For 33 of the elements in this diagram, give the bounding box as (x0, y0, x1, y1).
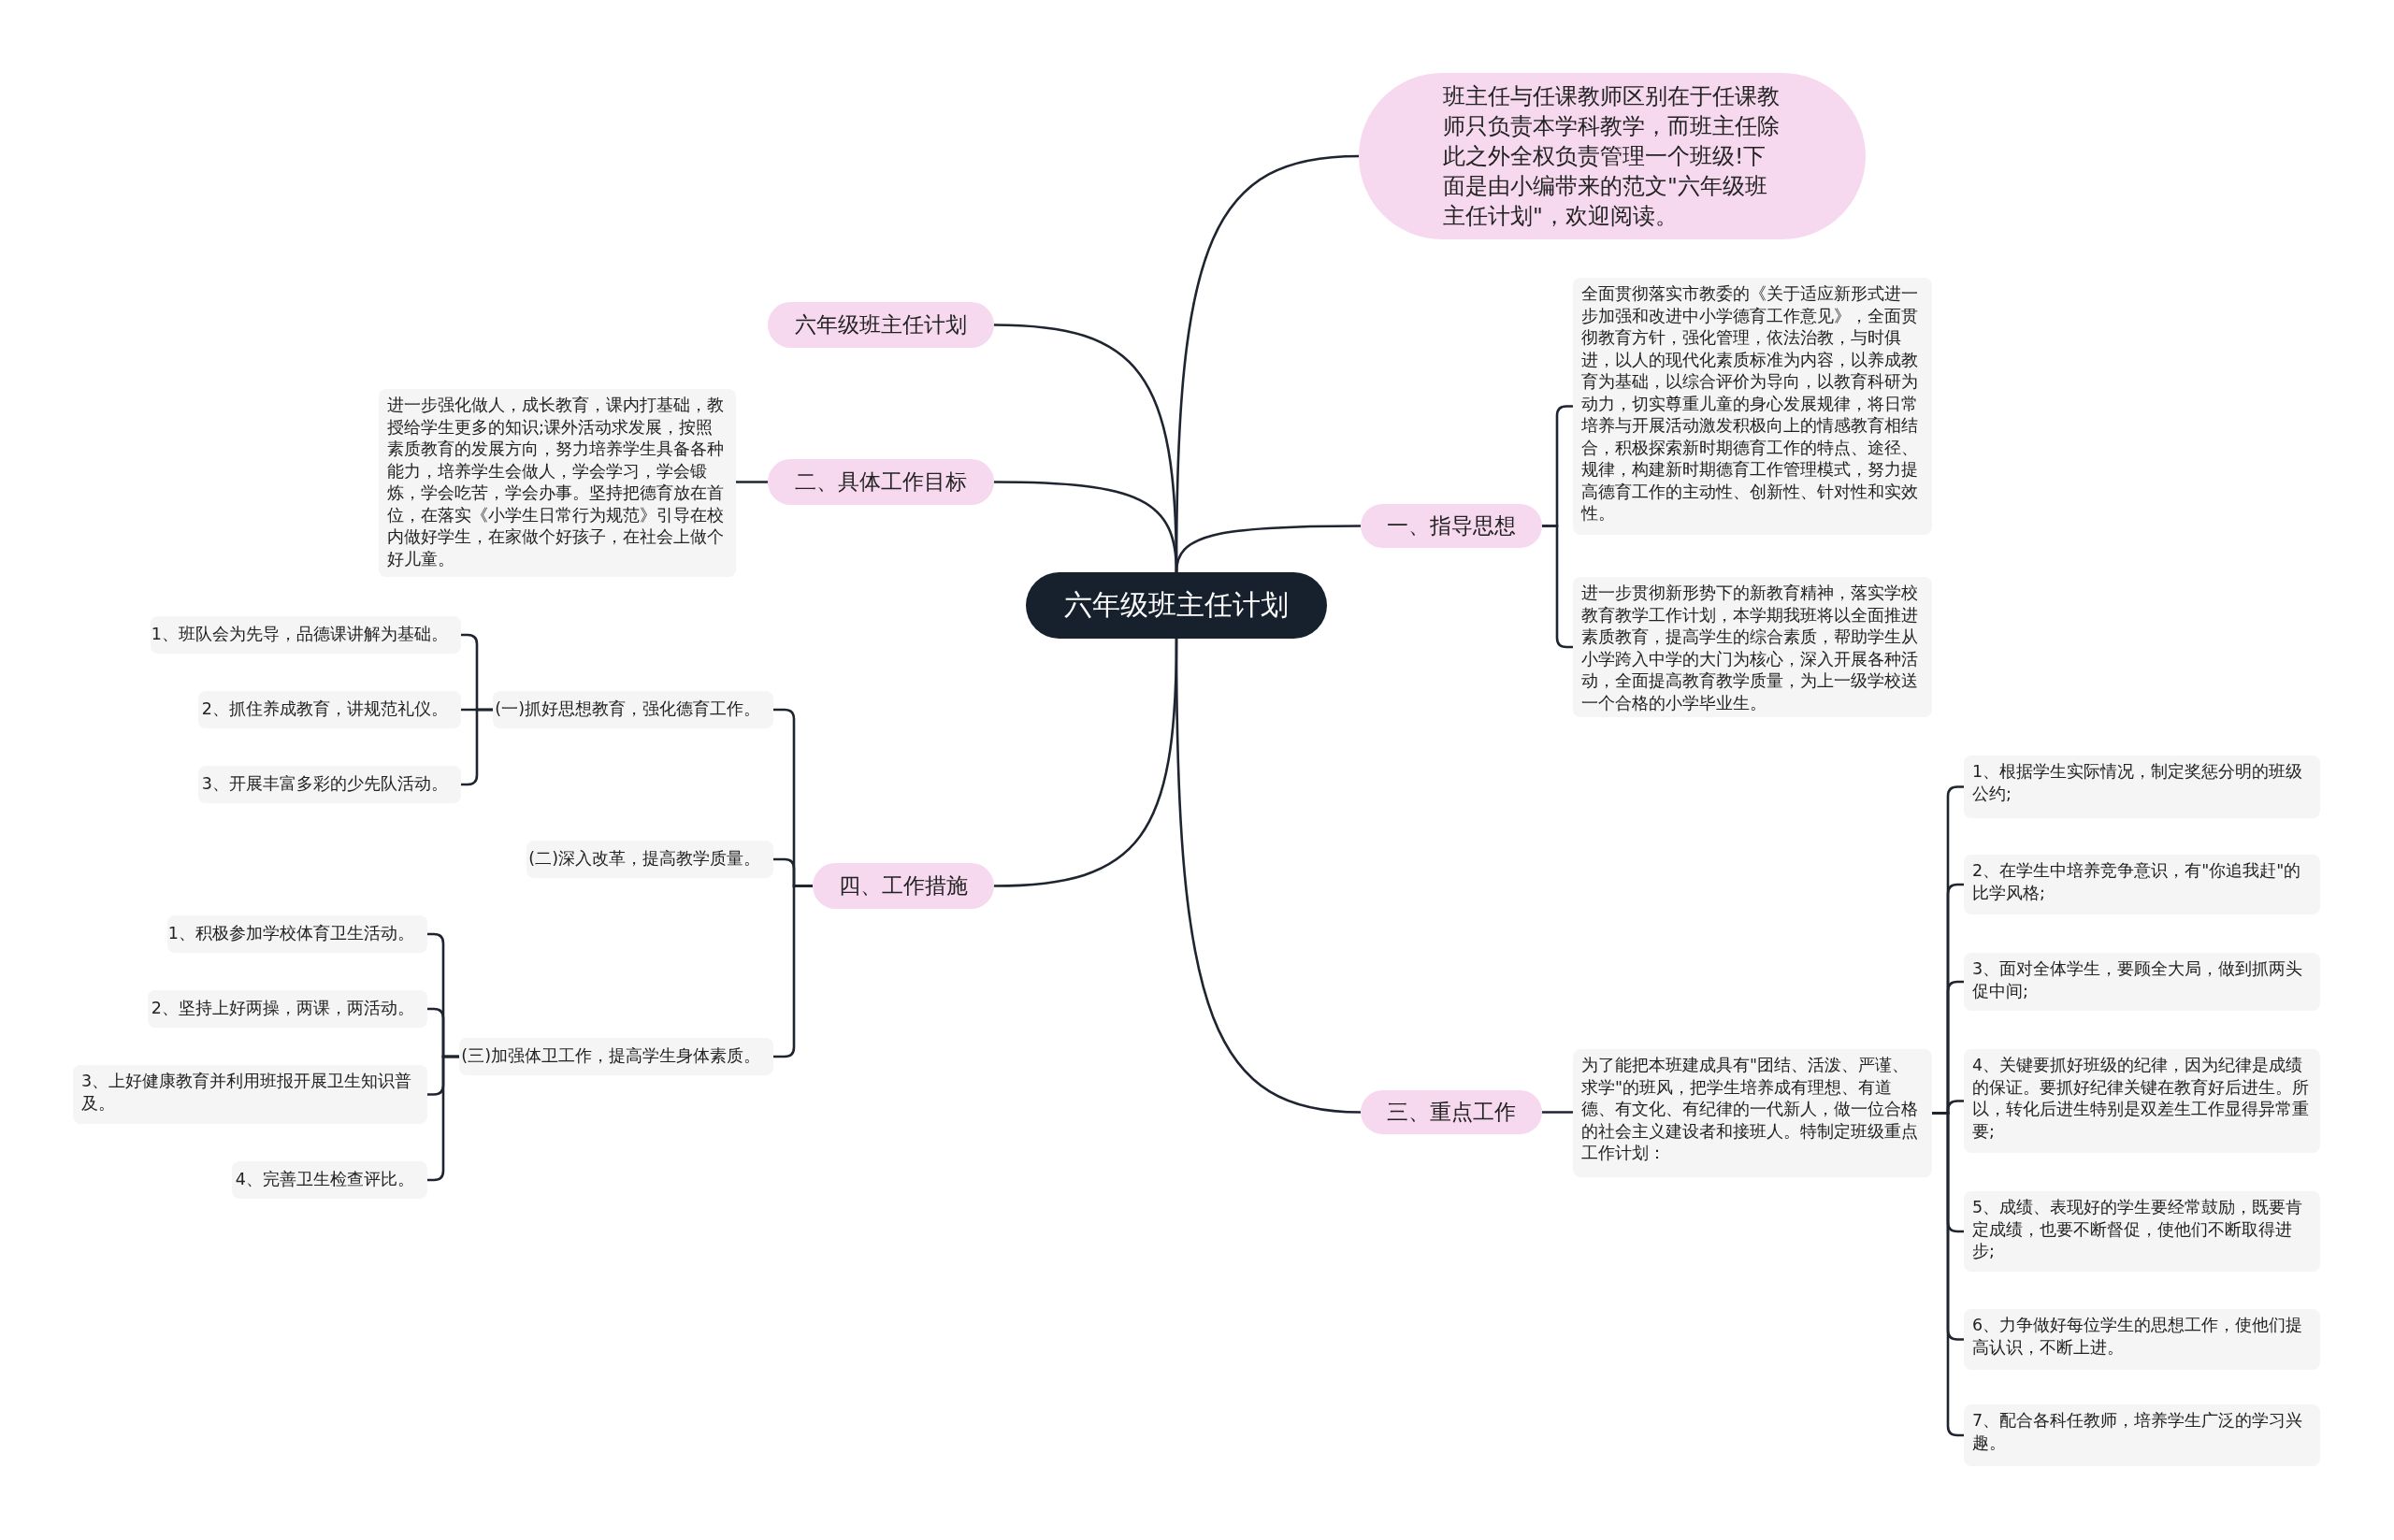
connector-line (994, 481, 1178, 573)
connector-line (736, 481, 768, 483)
topic-pill: 六年级班主任计划 (768, 302, 994, 348)
text-card: 1、积极参加学校体育卫生活动。 (167, 915, 427, 953)
text-card: 5、成绩、表现好的学生要经常鼓励，既要肯定成绩，也要不断督促，使他们不断取得进步; (1964, 1191, 2320, 1272)
text-card: (一)抓好思想教育，强化德育工作。 (493, 691, 773, 728)
text-card: 3、面对全体学生，要顾全大局，做到抓两头促中间; (1964, 953, 2320, 1011)
connector-line (993, 638, 1178, 887)
text-card: 1、根据学生实际情况，制定奖惩分明的班级公约; (1964, 756, 2320, 818)
text-card: 2、抓住养成教育，讲规范礼仪。 (198, 691, 461, 728)
text-card: 进一步贯彻新形势下的新教育精神，落实学校教育教学工作计划，本学期我班将以全面推进素质教育，提高学生的综合素质，帮助学生从小学跨入中学的大门为核心，深入开展各种活动，全面提高教育教学质量，为上一级学校送一个合格的小学毕业生。 (1573, 577, 1932, 717)
text-card: 6、力争做好每位学生的思想工作，使他们提高认识，不断上进。 (1964, 1309, 2320, 1370)
topic-pill: 四、工作措施 (813, 863, 994, 909)
connector-line (773, 885, 813, 1058)
text-card: 7、配合各科任教师，培养学生广泛的学习兴趣。 (1964, 1404, 2320, 1466)
text-card: 3、上好健康教育并利用班报开展卫生知识普及。 (73, 1065, 427, 1124)
text-card: 4、完善卫生检查评比。 (232, 1161, 427, 1199)
text-card: 进一步强化做人，成长教育，课内打基础，教授给学生更多的知识;课外活动求发展，按照素质教育的发展方向，努力培养学生具备各种能力，培养学生会做人，学会学习，学会锻炼，学会吃苦，学会办事。坚持把德育放在首位，在落实《小学生日常行为规范》引导在校内做好学生，在家做个好孩子，在社会上做个好儿童。 (379, 389, 736, 577)
text-card: 4、关键要抓好班级的纪律，因为纪律是成绩的保证。要抓好纪律关键在教育好后进生。所以，转化后进生特别是双差生工作显得异常重要; (1964, 1049, 2320, 1153)
topic-pill: 二、具体工作目标 (768, 459, 994, 505)
text-card: 1、班队会为先导，品德课讲解为基础。 (151, 616, 461, 654)
text-card: (二)深入改革，提高教学质量。 (526, 841, 773, 878)
text-card: (三)加强体卫工作，提高学生身体素质。 (459, 1038, 773, 1075)
text-card: 为了能把本班建成具有"团结、活泼、严谨、求学"的班风，把学生培养成有理想、有道德、有文化、有纪律的一代新人，做一位合格的社会主义建设者和接班人。特制定班级重点工作计划： (1573, 1049, 1932, 1177)
text-card: 3、开展丰富多彩的少先队活动。 (198, 766, 461, 803)
text-card: 2、在学生中培养竞争意识，有"你追我赶"的比学风格; (1964, 855, 2320, 914)
central-topic: 六年级班主任计划 (1026, 572, 1327, 639)
intro-bubble: 班主任与任课教师区别在于任课教师只负责本学科教学，而班主任除此之外全权负责管理一个班级!下面是由小编带来的范文"六年级班主任计划"，欢迎阅读。 (1359, 73, 1866, 239)
connector-line (1542, 1111, 1573, 1114)
topic-pill: 三、重点工作 (1361, 1090, 1542, 1134)
text-card: 全面贯彻落实市教委的《关于适应新形式进一步加强和改进中小学德育工作意见》，全面贯彻教育方针，强化管理，依法治教，与时俱进，以人的现代化素质标准为内容，以养成教育为基础，以综合评价为导向，以教育科研为动力，切实尊重儿童的身心发展规律，将日常培养与开展活动激发积极向上的情感教育相结合，积极探索新时期德育工作的特点、途径、规律，构建新时期德育工作管理模式，努力提高德育工作的主动性、创新性、针对性和实效性。 (1573, 278, 1932, 535)
topic-pill: 一、指导思想 (1361, 504, 1542, 548)
text-card: 2、坚持上好两操，两课，两活动。 (148, 990, 427, 1028)
